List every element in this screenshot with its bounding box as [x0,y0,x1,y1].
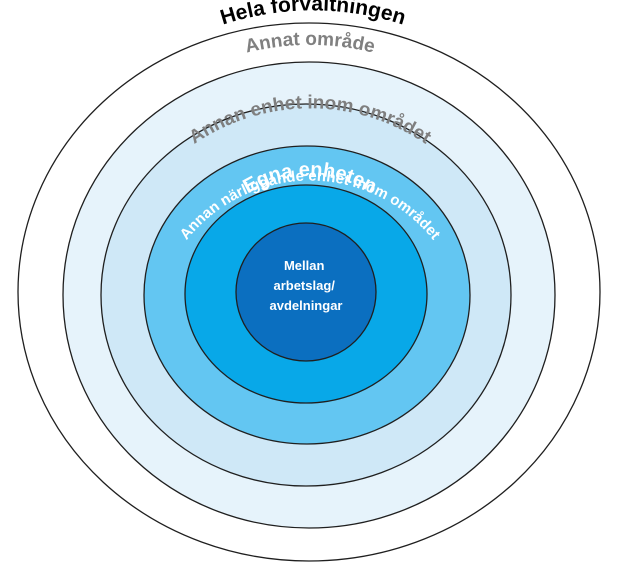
center-line-1: Mellan [284,258,325,273]
center-line-3: avdelningar [270,298,343,313]
center-line-2: arbetslag/ [273,278,335,293]
center-label: Mellan arbetslag/ avdelningar [270,258,343,313]
center-circle [235,222,377,362]
